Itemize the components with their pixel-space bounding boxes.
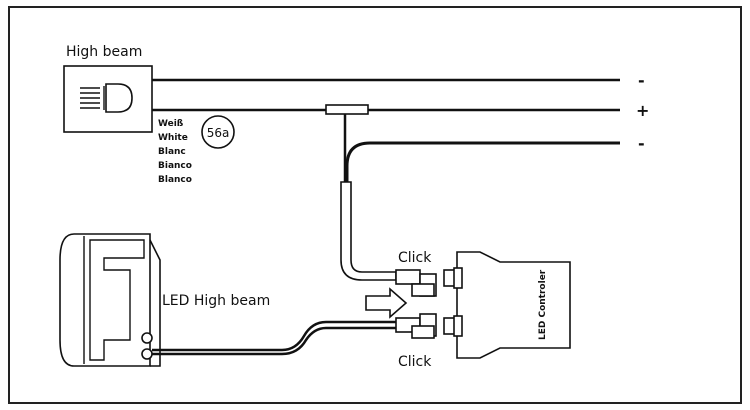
sign-middle: + — [636, 101, 649, 120]
cable-sleeve-top — [340, 181, 397, 281]
wire-color-it: Bianco — [158, 161, 192, 171]
led-controller-box — [443, 251, 571, 359]
connector-bottom — [395, 313, 437, 339]
terminal-56a-label: 56a — [207, 126, 230, 140]
led-high-beam-unit — [59, 233, 161, 367]
wire-color-de: Weiß — [158, 119, 184, 129]
click-top-label: Click — [398, 250, 432, 266]
terminal-56a-circle — [201, 115, 235, 149]
click-bottom-label: Click — [398, 354, 432, 370]
wire-led-cable-inner — [152, 326, 396, 356]
high-beam-label: High beam — [66, 44, 142, 60]
wire-color-fr: Blanc — [158, 147, 186, 157]
insert-arrow — [365, 287, 408, 319]
led-controller-label: LED Controler — [538, 269, 548, 340]
high-beam-lamp — [63, 65, 153, 133]
sign-top: - — [638, 71, 645, 90]
led-high-beam-label: LED High beam — [162, 293, 270, 309]
wire-color-en: White — [158, 133, 188, 143]
wire-color-es: Blanco — [158, 175, 192, 185]
wire-bottom-negative — [345, 141, 620, 182]
sign-bottom: - — [638, 134, 645, 153]
wire-led-cable-outer — [152, 320, 396, 352]
connector-top — [395, 269, 437, 297]
splice-connector — [325, 104, 369, 115]
